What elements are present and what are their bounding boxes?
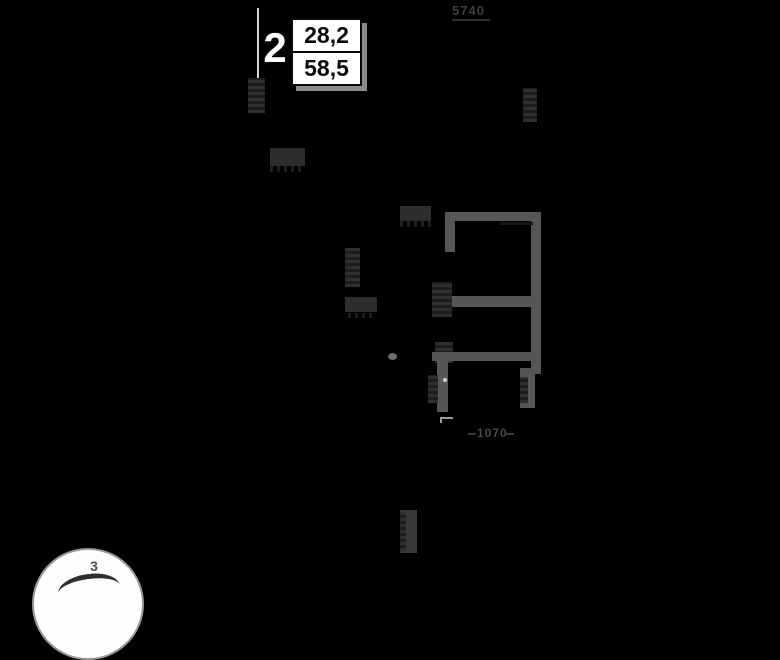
flag-pole-base-wall [248,78,265,113]
compass-logo: 3 [32,548,144,660]
dimension-bottom-label: 1070 [477,426,508,440]
dim-label-faint-mid [400,206,431,221]
window-line [500,222,533,225]
flag-pole [257,8,259,84]
floorplan-canvas: { "flag": { "rooms_count": "2", "living_… [32,0,580,660]
dim-ticks-faint-left [270,166,305,172]
wall-middle [447,296,531,307]
balcony-wall-left [437,361,448,412]
corner-tick-icon-v [440,417,442,423]
dim-ticks-faint-mid [400,221,431,227]
compass-swoosh-icon [56,569,122,610]
living-area-value: 28,2 [293,20,360,53]
plan-point-dot [443,378,447,382]
structure-ticks [348,313,375,318]
apartment-plan [340,200,580,430]
wall-segment-top [523,88,537,122]
wall-right [531,212,541,374]
apartment-marker[interactable]: 2 28,2 58,5 [240,0,370,120]
dimension-bottom-arrow-left [468,433,476,435]
dimension-top-line [452,19,490,21]
door-knob-dot [388,353,397,360]
dimension-top-label: 5740 [452,3,485,18]
dimension-bottom-arrow-right [506,433,514,435]
total-area-value: 58,5 [304,55,349,81]
structure-block-horizontal [345,297,377,312]
wall-bottom [432,352,540,361]
dim-label-faint-left [270,148,305,166]
wall-column-bottom-hatch [400,512,406,551]
corner-tick-icon [440,417,453,419]
structure-block-vertical [345,248,360,287]
balcony-hatch-right [520,377,528,403]
wall-top [445,212,541,221]
door-jamb-left [432,282,452,317]
balcony-hatch-left [428,375,438,403]
wall-left-upper [445,212,455,252]
area-info-box: 28,2 58,5 [291,18,362,86]
compass-badge: 3 [90,558,98,574]
rooms-count: 2 [263,24,287,71]
